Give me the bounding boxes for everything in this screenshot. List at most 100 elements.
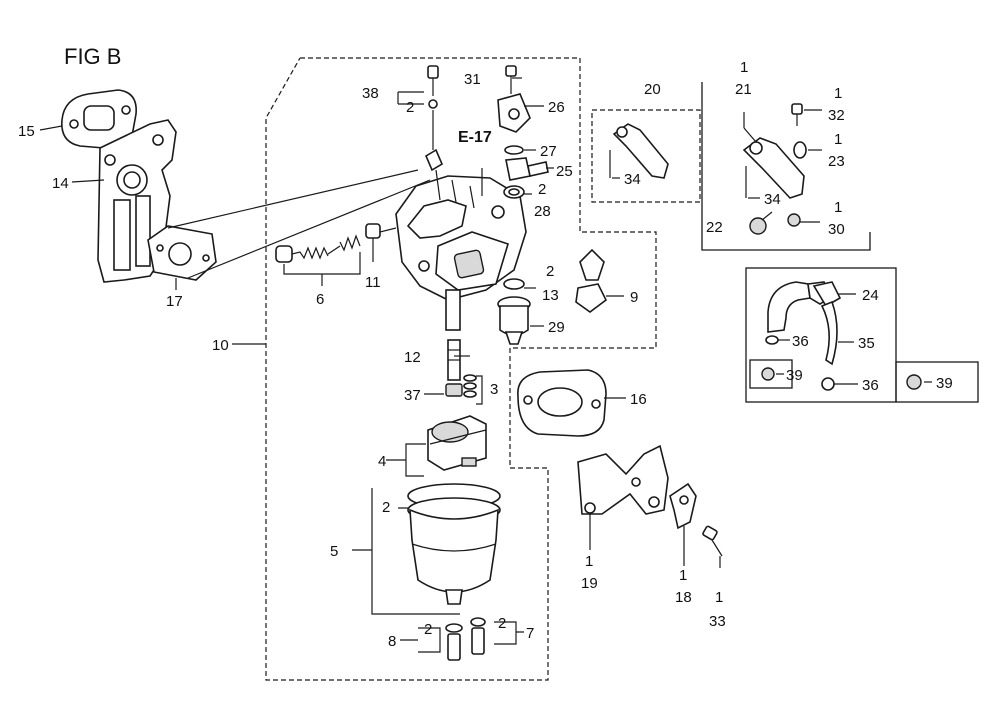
callout-1-18: 1 <box>679 567 687 584</box>
fitting-25 <box>505 157 549 181</box>
bracket-6 <box>283 252 361 286</box>
callout-2-8: 2 <box>424 621 432 638</box>
nut-22 <box>749 211 773 235</box>
callout-37: 37 <box>404 387 421 404</box>
carburetor-body <box>395 148 527 331</box>
callouts: 15 14 17 10 6 11 38 2 31 26 27 25 2 28 2… <box>18 59 953 650</box>
hose-box <box>745 267 897 403</box>
nut-37 <box>445 383 463 397</box>
bracket-3 <box>476 375 483 405</box>
callout-35: 35 <box>858 335 875 352</box>
callout-12: 12 <box>404 349 421 366</box>
callout-9: 9 <box>630 289 638 306</box>
callout-8: 8 <box>388 633 396 650</box>
gasket-16 <box>517 369 607 437</box>
callout-4: 4 <box>378 453 386 470</box>
bracket-4 <box>386 443 426 477</box>
carburetor-assembly-outline <box>265 57 657 681</box>
clamp-36a <box>765 335 779 345</box>
callout-34a: 34 <box>624 171 641 188</box>
bracket-7 <box>494 621 524 645</box>
cover-26 <box>497 93 531 133</box>
callout-16: 16 <box>630 391 647 408</box>
callout-17: 17 <box>166 293 183 310</box>
callout-1-23: 1 <box>834 131 842 148</box>
gasket-15 <box>61 89 137 150</box>
callout-21: 21 <box>735 81 752 98</box>
washer-27 <box>504 145 524 155</box>
callout-1-19: 1 <box>585 553 593 570</box>
callout-6: 6 <box>316 291 324 308</box>
callout-24: 24 <box>862 287 879 304</box>
jet-12 <box>447 339 461 381</box>
callout-20: 20 <box>644 81 661 98</box>
callout-14: 14 <box>52 175 69 192</box>
screw-31 <box>505 65 517 94</box>
bracket-8 <box>400 627 441 653</box>
nut-39a <box>761 367 775 381</box>
float-4 <box>427 415 487 471</box>
float-bowl-5 <box>407 483 501 605</box>
callout-28: 28 <box>534 203 551 220</box>
screw-38 <box>427 65 439 109</box>
callout-2-28: 2 <box>538 181 546 198</box>
callout-34b: 34 <box>764 191 781 208</box>
nut-30 <box>787 213 801 227</box>
figure-title: FIG B <box>64 44 121 69</box>
callout-39b: 39 <box>936 375 953 392</box>
clip-24b <box>812 281 842 308</box>
lever-21 <box>742 137 805 199</box>
callout-26: 26 <box>548 99 565 116</box>
callout-2-7: 2 <box>498 615 506 632</box>
callout-36a: 36 <box>792 333 809 350</box>
callout-32: 32 <box>828 107 845 124</box>
callout-11: 11 <box>365 274 381 291</box>
screw-11 <box>365 223 397 239</box>
lever-20 <box>609 123 669 179</box>
callout-39a: 39 <box>786 367 803 384</box>
callout-36b: 36 <box>862 377 879 394</box>
oring-13 <box>503 278 525 290</box>
callout-2-13: 2 <box>546 263 554 280</box>
callout-1-30: 1 <box>834 199 842 216</box>
float-valve-9 <box>575 248 608 313</box>
callout-23: 23 <box>828 153 845 170</box>
callout-29: 29 <box>548 319 565 336</box>
callout-2-38: 2 <box>406 99 414 116</box>
callout-22: 22 <box>706 219 723 236</box>
callout-15: 15 <box>18 123 35 140</box>
callout-5: 5 <box>330 543 338 560</box>
drain-bolt-7 <box>470 617 486 655</box>
screw-spring-6 <box>275 234 361 263</box>
callout-33: 33 <box>709 613 726 630</box>
callout-30: 30 <box>828 221 845 238</box>
clip-18 <box>669 482 697 530</box>
bracket-19 <box>577 444 669 515</box>
lever-box-21 <box>701 82 871 251</box>
link-17-carb <box>167 169 431 279</box>
reference-e17: E-17 <box>458 129 492 146</box>
callout-2-5: 2 <box>382 499 390 516</box>
callout-18: 18 <box>675 589 692 606</box>
clamp-36b <box>821 377 835 391</box>
gasket-17 <box>147 225 217 281</box>
callout-25: 25 <box>556 163 573 180</box>
drain-screw-8 <box>445 623 463 661</box>
callout-1-33: 1 <box>715 589 723 606</box>
callout-38: 38 <box>362 85 379 102</box>
needle-seat-29 <box>497 296 531 345</box>
spring-3 <box>463 374 477 398</box>
callout-3: 3 <box>490 381 498 398</box>
lever-box-20 <box>591 109 701 203</box>
callout-10: 10 <box>212 337 229 354</box>
callout-1-21: 1 <box>740 59 748 76</box>
nut-inner-box <box>749 359 793 389</box>
nut-39b <box>906 374 922 390</box>
bracket-5 <box>352 488 460 615</box>
callout-31: 31 <box>464 71 481 88</box>
bracket-38 <box>397 91 424 105</box>
callout-7: 7 <box>526 625 534 642</box>
callout-27: 27 <box>540 143 557 160</box>
callout-19: 19 <box>581 575 598 592</box>
